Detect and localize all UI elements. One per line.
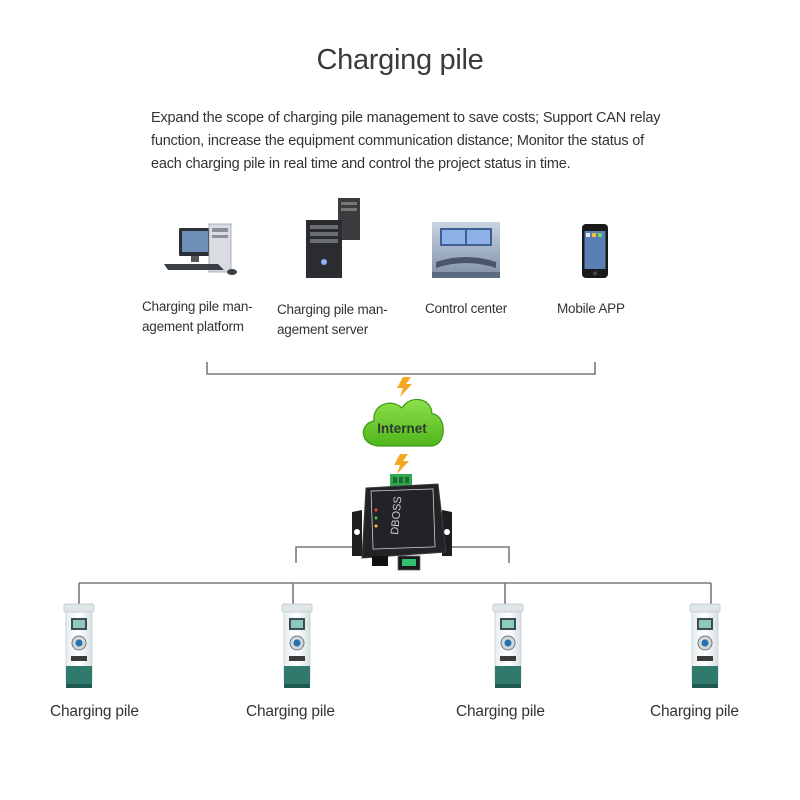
pile-label: Charging pile xyxy=(456,703,545,720)
control-room-icon xyxy=(432,222,500,278)
smartphone-icon xyxy=(582,224,608,278)
pile-label: Charging pile xyxy=(246,703,335,720)
top-node-label: Control center xyxy=(425,301,507,316)
gateway-brand-label: DBOSS xyxy=(389,496,404,535)
top-node-label: Mobile APP xyxy=(557,301,625,316)
top-bracket-line xyxy=(206,362,596,375)
description-text: Expand the scope of charging pile manage… xyxy=(151,110,661,172)
gateway-connector-left xyxy=(295,546,356,563)
gateway-connector-right xyxy=(448,546,510,563)
pile-label: Charging pile xyxy=(50,703,139,720)
server-tower-icon xyxy=(306,198,360,278)
desktop-computer-icon xyxy=(164,223,237,275)
cloud-icon xyxy=(362,398,444,447)
charging-pile-icon xyxy=(281,603,313,689)
top-node-label: Charging pile man- agement server xyxy=(277,302,388,337)
gateway-device-icon xyxy=(352,474,452,571)
page-title: Charging pile xyxy=(316,44,484,76)
charging-pile-icon xyxy=(63,603,95,689)
charging-pile-icon xyxy=(689,603,721,689)
pile-label: Charging pile xyxy=(650,703,739,720)
lightning-bolt-icon xyxy=(394,454,409,474)
top-node-label: Charging pile man- agement platform xyxy=(142,299,253,334)
lightning-bolt-icon xyxy=(397,377,412,397)
cloud-label: Internet xyxy=(377,421,427,436)
charging-pile-icon xyxy=(492,603,524,689)
